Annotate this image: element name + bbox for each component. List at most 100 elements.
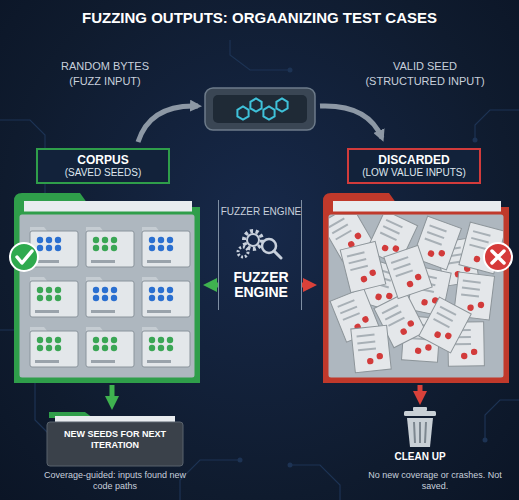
flow-connector: [302, 283, 311, 288]
data-dot: [55, 295, 61, 301]
seed-file: [30, 327, 78, 367]
data-dot: [102, 237, 108, 243]
circuit-trace: [180, 460, 240, 500]
data-dot: [111, 287, 117, 293]
page-line: [385, 311, 402, 321]
data-dot: [102, 345, 108, 351]
data-dot: [37, 245, 43, 251]
flow-arrow: [320, 106, 382, 138]
page-line: [357, 341, 375, 345]
flow-connector: [209, 283, 218, 288]
label-holder: (STRUCTURED INPUT): [355, 75, 495, 88]
data-dot: [149, 287, 155, 293]
page-line: [347, 251, 365, 257]
page-line: [386, 219, 403, 228]
data-dot: [102, 245, 108, 251]
file-caption-bar: [91, 360, 115, 363]
data-dot: [37, 337, 43, 343]
data-dot: [354, 232, 363, 241]
note-label: (FUZZ INPUT): [45, 75, 165, 88]
data-dot: [102, 287, 108, 293]
node-heading: FUZZER ENGINE: [219, 270, 303, 301]
file-body: [142, 231, 190, 267]
data-dot: [149, 337, 155, 343]
data-dot: [46, 337, 52, 343]
data-dot: [55, 345, 61, 351]
data-dot: [167, 237, 173, 243]
data-dot: [158, 245, 164, 251]
data-dot: [93, 245, 99, 251]
data-dot: [367, 358, 374, 365]
data-dot: [421, 299, 429, 307]
file-body: [86, 331, 134, 367]
data-dot: [158, 337, 164, 343]
page-line: [463, 280, 481, 284]
discarded-page: [384, 245, 432, 298]
data-dot: [415, 347, 422, 354]
file-body: [86, 281, 134, 317]
data-dot: [477, 301, 484, 308]
data-dot: [111, 345, 117, 351]
node-heading: DISCARDED: [353, 153, 475, 167]
page-line: [469, 244, 487, 251]
data-dot: [149, 245, 155, 251]
file-body: [142, 281, 190, 317]
check-mark: [17, 251, 32, 263]
trash-lid: [404, 411, 436, 416]
title-holder: FUZZING OUTPUTS: ORGAANIZING TEST CASES: [0, 9, 519, 27]
seed-file: [142, 277, 190, 317]
check-badge: [10, 243, 38, 271]
circuit-pad: [288, 68, 293, 73]
data-dot: [167, 245, 173, 251]
page-line: [343, 312, 360, 321]
data-dot: [467, 304, 474, 311]
trash-ribs: [414, 422, 426, 443]
node-heading: NEW SEEDS FOR NEXT ITERATION: [53, 429, 177, 451]
page-line: [380, 232, 397, 241]
data-dot: [55, 337, 61, 343]
page-line: [427, 231, 445, 239]
trash-can: [404, 407, 436, 447]
data-dot: [149, 295, 155, 301]
data-dot: [46, 237, 52, 243]
fuzzer-engine: FUZZER ENGINE FUZZER ENGINE: [218, 200, 302, 310]
folder-back: [14, 193, 200, 383]
page-sheet: [419, 297, 471, 353]
flow-connector: [110, 385, 115, 404]
data-dot: [414, 273, 422, 281]
node-text: FUZZER ENGINE: [219, 206, 303, 218]
page-line: [358, 347, 376, 351]
data-dot: [427, 249, 435, 257]
label-holder: No new coverage or crashes. Not saved.: [368, 470, 502, 492]
data-dot: [361, 315, 369, 323]
hexagon-icon: [237, 99, 287, 120]
page-line: [382, 304, 399, 314]
data-dot: [158, 287, 164, 293]
new-seeds-folder: NEW SEEDS FOR NEXT ITERATION: [45, 410, 185, 466]
text-holder: FUZZER ENGINE: [219, 270, 303, 301]
data-dot: [37, 237, 43, 243]
hexagon: [263, 107, 274, 120]
text-holder: CORPUS(SAVED SEEDS): [36, 148, 170, 184]
mutator-box: [205, 88, 315, 130]
file-caption-bar: [91, 310, 115, 313]
page-line: [357, 334, 375, 338]
data-dot: [93, 237, 99, 243]
page-line: [388, 317, 405, 327]
data-dot: [93, 337, 99, 343]
mutator-screen: [213, 95, 307, 123]
file-caption-bar: [35, 360, 59, 363]
data-dot: [149, 345, 155, 351]
note-label: (STRUCTURED INPUT): [355, 75, 495, 88]
data-dot: [433, 330, 442, 339]
data-dot: [399, 327, 408, 336]
page-line: [424, 238, 442, 246]
circuit-traces: [0, 40, 519, 500]
node-text: (SAVED SEEDS): [42, 167, 164, 179]
page-line: [436, 312, 453, 322]
discarded-folder: DISCARDED(LOW VALUE INPUTS): [317, 145, 512, 385]
circuit-pad: [473, 138, 478, 143]
label-holder: Coverage-guided: inputs found new code p…: [40, 470, 190, 492]
data-dot: [93, 295, 99, 301]
